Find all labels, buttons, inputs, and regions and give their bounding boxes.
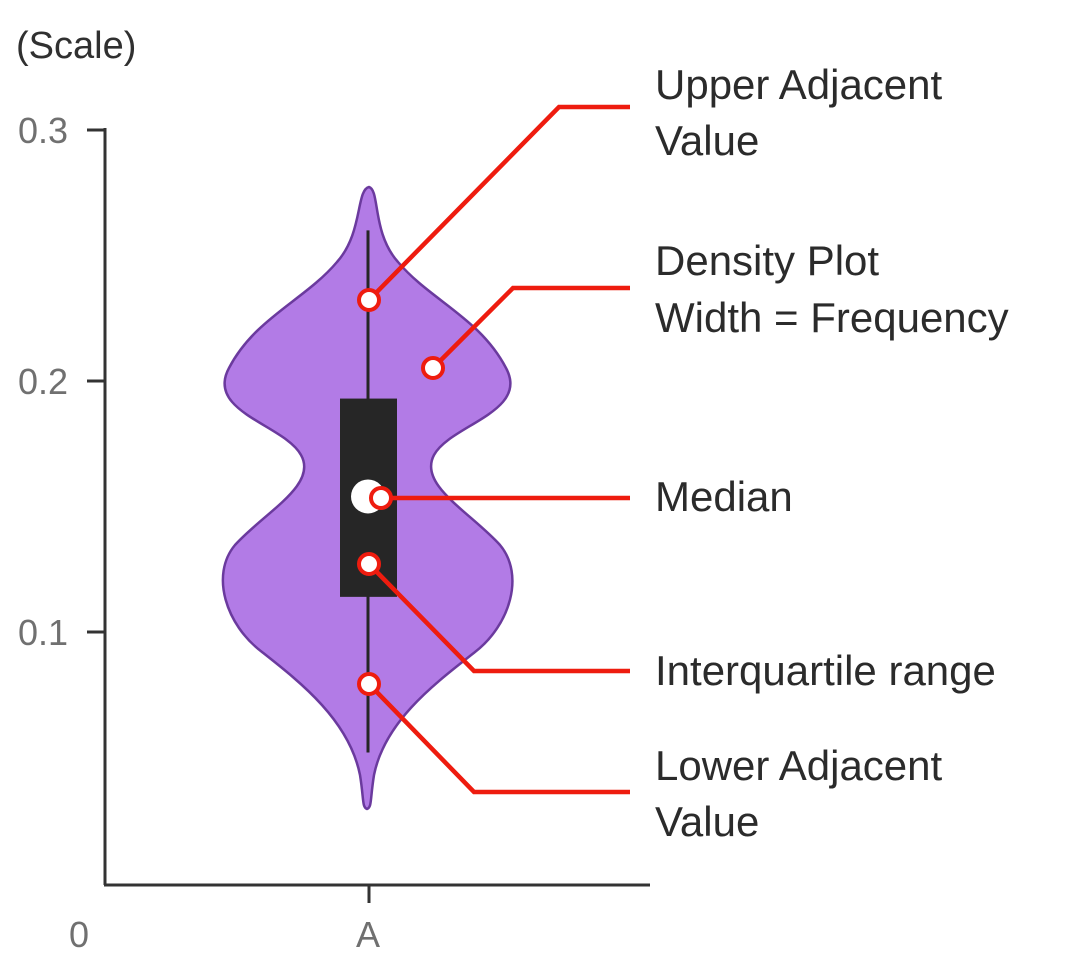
density-label-line1: Density Plot xyxy=(655,237,879,284)
y-tick-label-0.2: 0.2 xyxy=(18,361,68,402)
upper-adjacent-marker xyxy=(357,288,381,312)
upper-adjacent-label-line2: Value xyxy=(655,117,759,164)
median-marker xyxy=(369,486,393,510)
median-label: Median xyxy=(655,473,793,520)
upper-adjacent-label-line1: Upper Adjacent xyxy=(655,61,943,108)
upper-adjacent-leader-line xyxy=(367,104,630,302)
iqr-marker xyxy=(357,552,381,576)
x-category-label: A xyxy=(356,914,380,955)
lower-adjacent-label-line2: Value xyxy=(655,798,759,845)
scale-label: (Scale) xyxy=(16,25,136,67)
lower-adjacent-label-line1: Lower Adjacent xyxy=(655,742,943,789)
y-tick-label-0.3: 0.3 xyxy=(18,110,68,151)
density-leader-line xyxy=(431,285,630,370)
x-origin-label: 0 xyxy=(69,914,89,955)
density-label-line2: Width = Frequency xyxy=(655,294,1009,341)
iqr-leader-line xyxy=(367,562,630,674)
density-marker xyxy=(421,356,445,380)
lower-adjacent-leader-line xyxy=(367,682,630,795)
y-tick-label-0.1: 0.1 xyxy=(18,612,68,653)
lower-adjacent-marker xyxy=(357,672,381,696)
iqr-label: Interquartile range xyxy=(655,647,996,694)
